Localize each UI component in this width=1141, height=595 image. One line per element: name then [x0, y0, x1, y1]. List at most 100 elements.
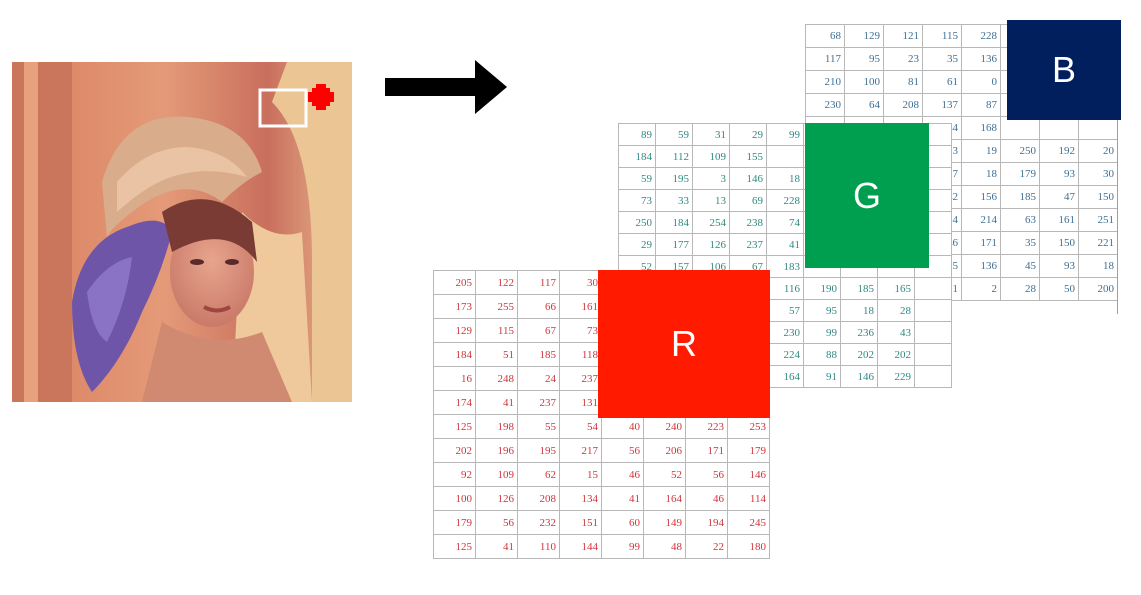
green-grid-cell: 202: [840, 343, 878, 366]
green-grid-cell: 73: [618, 189, 656, 212]
red-grid-cell: 185: [517, 342, 560, 367]
green-grid-cell: 29: [618, 233, 656, 256]
green-grid-cell: 18: [840, 299, 878, 322]
blue-grid-cell: 161: [1039, 208, 1079, 232]
green-grid-cell: 254: [692, 211, 730, 234]
blue-grid-cell: 208: [883, 93, 923, 117]
red-grid-cell: 174: [433, 390, 476, 415]
green-grid-cell: 116: [766, 277, 804, 300]
blue-grid-cell: 35: [922, 47, 962, 71]
red-grid-cell: 117: [517, 270, 560, 295]
red-grid-cell: 202: [433, 438, 476, 463]
green-grid-cell: 183: [766, 255, 804, 278]
blue-grid-cell: 251: [1078, 208, 1118, 232]
blue-grid-cell: 168: [961, 116, 1001, 140]
red-grid-cell: 41: [475, 390, 518, 415]
blue-grid-cell: 150: [1039, 231, 1079, 255]
blue-grid-cell: 50: [1039, 277, 1079, 301]
green-grid-cell: 43: [877, 321, 915, 344]
blue-grid-cell: 68: [805, 24, 845, 48]
green-grid-cell: 3: [692, 167, 730, 190]
blue-grid-cell: 95: [844, 47, 884, 71]
blue-grid-cell: 192: [1039, 139, 1079, 163]
red-grid-cell: 245: [727, 510, 770, 535]
red-grid-cell: 92: [433, 462, 476, 487]
red-grid-cell: 54: [559, 414, 602, 439]
green-grid-cell: 31: [692, 123, 730, 146]
red-grid-cell: 125: [433, 414, 476, 439]
red-grid-cell: 179: [727, 438, 770, 463]
green-grid-cell: 91: [803, 365, 841, 388]
blue-grid-cell: 136: [961, 254, 1001, 278]
blue-grid-cell: 30: [1078, 162, 1118, 186]
blue-grid-cell: 20: [1078, 139, 1118, 163]
blue-grid-cell: 18: [1078, 254, 1118, 278]
selection-box: [258, 88, 308, 128]
green-grid-cell: 237: [729, 233, 767, 256]
green-grid-cell: 230: [766, 321, 804, 344]
red-grid-cell: 15: [559, 462, 602, 487]
red-grid-cell: 41: [601, 486, 644, 511]
red-grid-cell: 22: [685, 534, 728, 559]
green-grid-cell: 28: [877, 299, 915, 322]
red-grid-cell: 110: [517, 534, 560, 559]
green-grid-cell: 57: [766, 299, 804, 322]
blue-grid-cell: 136: [961, 47, 1001, 71]
red-grid-cell: 151: [559, 510, 602, 535]
blue-grid-cell: 81: [883, 70, 923, 94]
red-grid-cell: 164: [643, 486, 686, 511]
red-grid-cell: 118: [559, 342, 602, 367]
red-grid-cell: 48: [643, 534, 686, 559]
red-grid-cell: 16: [433, 366, 476, 391]
red-grid-cell: 179: [433, 510, 476, 535]
green-grid-cell: 146: [729, 167, 767, 190]
red-grid-cell: 41: [475, 534, 518, 559]
green-grid-cell: 184: [618, 145, 656, 168]
blue-grid-cell: 19: [961, 139, 1001, 163]
blue-grid-cell: 100: [844, 70, 884, 94]
green-grid-cell: 99: [803, 321, 841, 344]
red-grid-cell: 171: [685, 438, 728, 463]
red-grid-cell: 56: [685, 462, 728, 487]
green-grid-cell: 184: [655, 211, 693, 234]
blue-grid-cell: 18: [961, 162, 1001, 186]
red-grid-cell: 67: [517, 318, 560, 343]
blue-grid-cell: 121: [883, 24, 923, 48]
blue-grid-cell: 200: [1078, 277, 1118, 301]
green-grid-cell: 195: [655, 167, 693, 190]
blue-grid-cell: 87: [961, 93, 1001, 117]
green-grid-cell: [914, 343, 952, 366]
red-grid-cell: 205: [433, 270, 476, 295]
green-grid-cell: 29: [729, 123, 767, 146]
blue-grid-cell: 137: [922, 93, 962, 117]
red-grid-cell: 194: [685, 510, 728, 535]
green-grid-cell: [914, 321, 952, 344]
red-grid-cell: 126: [475, 486, 518, 511]
green-grid-cell: 69: [729, 189, 767, 212]
blue-grid-cell: 47: [1039, 185, 1079, 209]
red-grid-cell: 223: [685, 414, 728, 439]
blue-grid-cell: 228: [961, 24, 1001, 48]
blue-grid-cell: 23: [883, 47, 923, 71]
green-grid-cell: [914, 299, 952, 322]
red-grid-cell: 52: [643, 462, 686, 487]
red-grid-cell: 149: [643, 510, 686, 535]
red-grid-cell: 56: [601, 438, 644, 463]
red-grid-cell: 60: [601, 510, 644, 535]
green-grid-cell: 33: [655, 189, 693, 212]
green-grid-cell: 95: [803, 299, 841, 322]
red-grid-cell: 173: [433, 294, 476, 319]
green-grid-cell: 74: [766, 211, 804, 234]
red-grid-cell: 40: [601, 414, 644, 439]
red-grid-cell: 195: [517, 438, 560, 463]
red-grid-cell: 161: [559, 294, 602, 319]
green-grid-cell: 177: [655, 233, 693, 256]
red-grid-cell: 248: [475, 366, 518, 391]
red-grid-cell: 55: [517, 414, 560, 439]
red-grid-cell: 46: [685, 486, 728, 511]
red-grid-cell: 99: [601, 534, 644, 559]
green-grid-cell: 112: [655, 145, 693, 168]
